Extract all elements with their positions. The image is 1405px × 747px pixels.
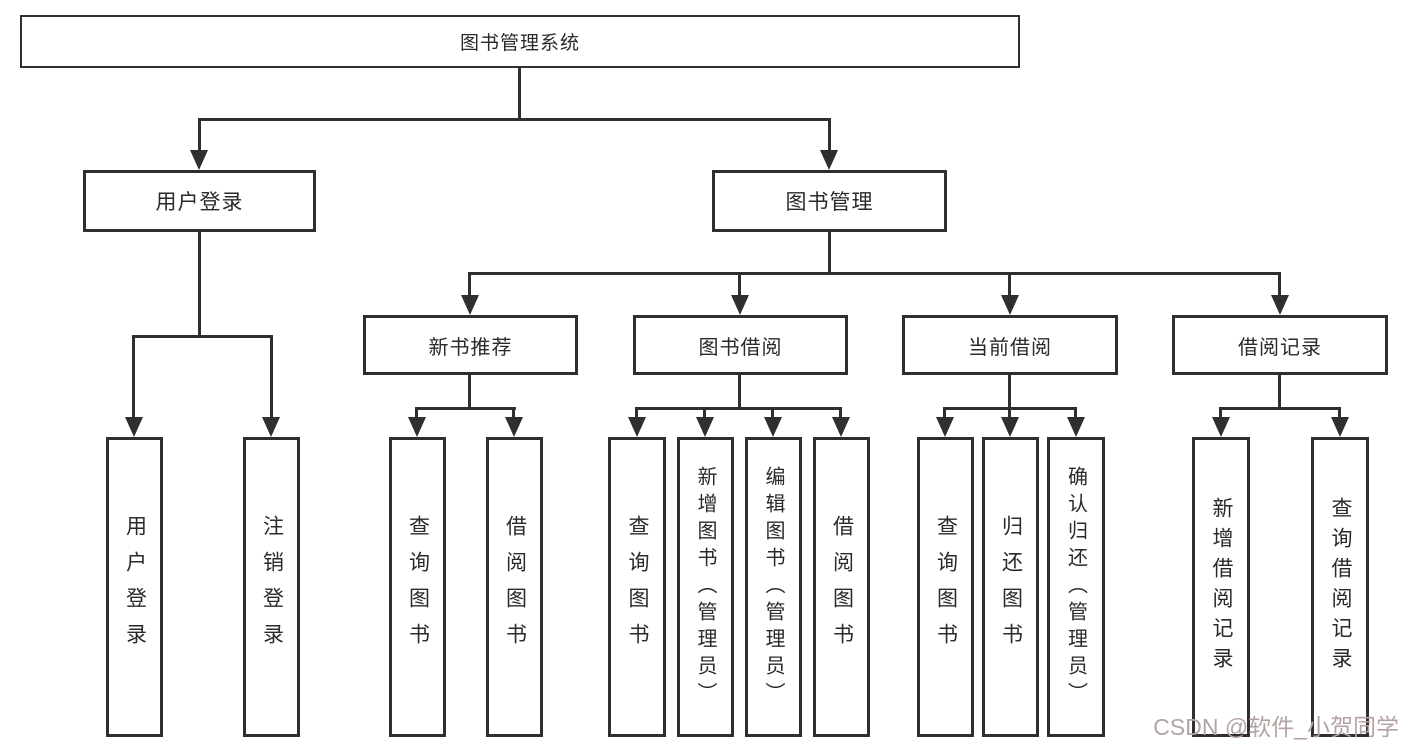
leaf-bb-add-book-admin: 新增图书（管理员） — [677, 437, 734, 737]
connector-line — [415, 407, 418, 421]
connector-line — [518, 68, 521, 118]
connector-line — [132, 335, 135, 421]
node-book-manage: 图书管理 — [712, 170, 947, 232]
node-book-borrow: 图书借阅 — [633, 315, 848, 375]
connector-line — [198, 118, 831, 121]
arrow-down-icon — [731, 295, 749, 315]
connector-line — [738, 272, 741, 299]
arrow-down-icon — [1271, 295, 1289, 315]
arrow-down-icon — [1212, 417, 1230, 437]
connector-line — [1074, 407, 1077, 421]
leaf-cb-confirm-return-admin: 确认归还（管理员） — [1047, 437, 1105, 737]
leaf-br-add-record: 新增借阅记录 — [1192, 437, 1250, 737]
connector-line — [270, 335, 273, 421]
node-borrow-records: 借阅记录 — [1172, 315, 1388, 375]
connector-line — [198, 118, 201, 154]
connector-line — [839, 407, 842, 421]
connector-line — [1008, 375, 1011, 407]
leaf-user-login: 用户登录 — [106, 437, 163, 737]
connector-line — [468, 375, 471, 407]
arrow-down-icon — [190, 150, 208, 170]
leaf-bb-borrow-book: 借阅图书 — [813, 437, 870, 737]
leaf-logout: 注销登录 — [243, 437, 300, 737]
arrow-down-icon — [461, 295, 479, 315]
connector-line — [1278, 272, 1281, 299]
connector-line — [1008, 407, 1011, 421]
arrow-down-icon — [764, 417, 782, 437]
connector-line — [738, 375, 741, 407]
connector-line — [1278, 375, 1281, 407]
connector-line — [635, 407, 638, 421]
leaf-rec-borrow-book: 借阅图书 — [486, 437, 543, 737]
leaf-bb-edit-book-admin: 编辑图书（管理员） — [745, 437, 802, 737]
connector-line — [771, 407, 774, 421]
leaf-cb-query-book: 查询图书 — [917, 437, 974, 737]
connector-line — [468, 272, 471, 299]
connector-line — [635, 407, 842, 410]
node-current-borrow: 当前借阅 — [902, 315, 1118, 375]
arrow-down-icon — [820, 150, 838, 170]
leaf-rec-query-book: 查询图书 — [389, 437, 446, 737]
connector-line — [1219, 407, 1222, 421]
connector-line — [943, 407, 946, 421]
arrow-down-icon — [262, 417, 280, 437]
connector-line — [133, 335, 273, 338]
arrow-down-icon — [505, 417, 523, 437]
node-new-book-recommend: 新书推荐 — [363, 315, 578, 375]
connector-line — [1008, 272, 1011, 299]
connector-line — [512, 407, 515, 421]
arrow-down-icon — [1067, 417, 1085, 437]
arrow-down-icon — [1001, 417, 1019, 437]
arrow-down-icon — [696, 417, 714, 437]
connector-line — [828, 232, 831, 272]
connector-line — [1219, 407, 1341, 410]
connector-line — [198, 232, 201, 335]
node-user-login: 用户登录 — [83, 170, 316, 232]
arrow-down-icon — [125, 417, 143, 437]
connector-line — [703, 407, 706, 421]
leaf-br-query-record: 查询借阅记录 — [1311, 437, 1369, 737]
arrow-down-icon — [1331, 417, 1349, 437]
node-root: 图书管理系统 — [20, 15, 1020, 68]
arrow-down-icon — [832, 417, 850, 437]
arrow-down-icon — [408, 417, 426, 437]
connector-line — [828, 118, 831, 154]
connector-line — [468, 272, 1281, 275]
watermark: CSDN @软件_小贺同学 — [1153, 714, 1399, 740]
leaf-cb-return-book: 归还图书 — [982, 437, 1039, 737]
connector-line — [1338, 407, 1341, 421]
connector-line — [416, 407, 516, 410]
arrow-down-icon — [936, 417, 954, 437]
arrow-down-icon — [1001, 295, 1019, 315]
arrow-down-icon — [628, 417, 646, 437]
leaf-bb-query-book: 查询图书 — [608, 437, 666, 737]
